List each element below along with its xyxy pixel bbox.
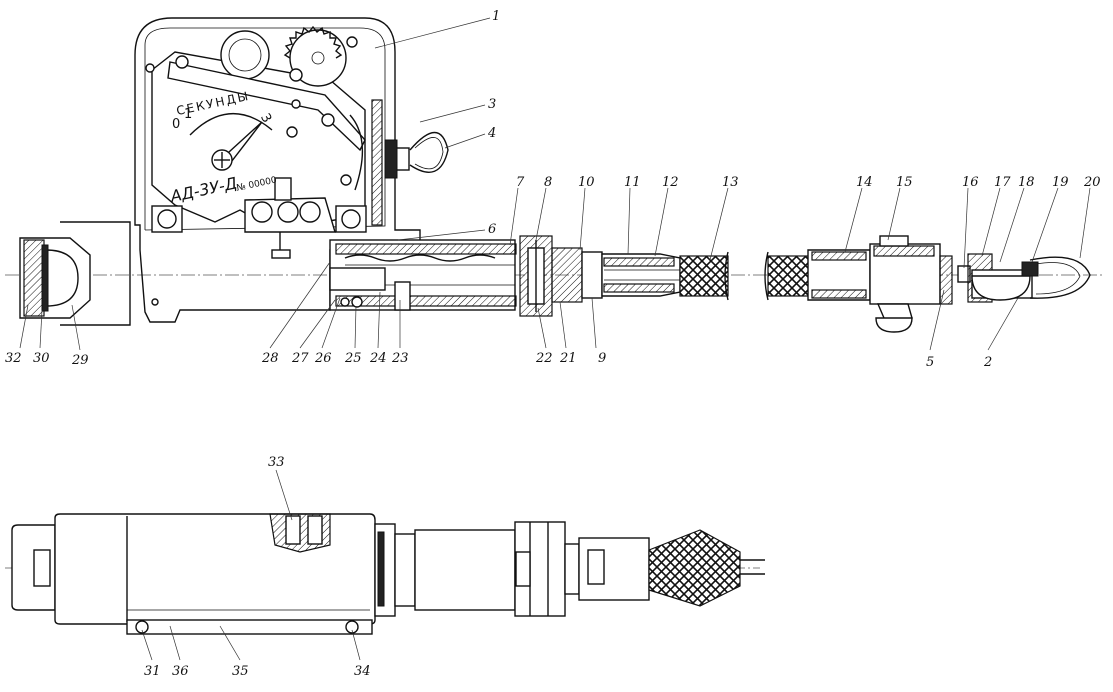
- coupling-nut: [519, 235, 603, 317]
- lower-braided-cable: [648, 529, 741, 607]
- callout-28: 28: [261, 351, 279, 366]
- plate-screws: [145, 36, 358, 306]
- callout-25: 25: [344, 351, 362, 366]
- callout-30: 30: [33, 351, 50, 366]
- callout-14: 14: [856, 175, 873, 190]
- callout-11: 11: [624, 175, 641, 190]
- callout-32: 32: [5, 351, 22, 366]
- callout-1: 1: [492, 9, 500, 24]
- spring-drum: [220, 30, 270, 80]
- main-tube: [329, 239, 517, 311]
- callout-15: 15: [896, 175, 913, 190]
- upper-view-section: СЕКУНДЫ 0 1 3 АД-3У-Д № 00000: [5, 17, 1105, 333]
- gear: [283, 25, 347, 87]
- callout-5: 5: [926, 355, 934, 370]
- callout-20: 20: [1083, 175, 1101, 190]
- cable-connector-right: [807, 235, 953, 333]
- callout-16: 16: [962, 175, 979, 190]
- callout-2: 2: [983, 355, 992, 370]
- end-cap: [957, 253, 1091, 303]
- lower-view-exterior: [5, 513, 765, 635]
- callout-31: 31: [144, 664, 161, 679]
- callout-4: 4: [487, 126, 496, 141]
- callout-18: 18: [1018, 175, 1035, 190]
- callout-21: 21: [559, 351, 577, 366]
- dial-arc: [189, 112, 273, 136]
- housing-wall: [371, 99, 383, 226]
- callout-26: 26: [314, 351, 332, 366]
- callout-labels: 1 2 3 4 5 6 7 8 9 10 11 12 13 14 15 16 1…: [5, 9, 1101, 679]
- braided-cable-segment-1: [679, 255, 729, 297]
- callout-17: 17: [994, 175, 1011, 190]
- lower-base-strip: [126, 619, 373, 635]
- housing-body: [134, 17, 421, 323]
- callout-19: 19: [1052, 175, 1069, 190]
- callout-13: 13: [722, 175, 739, 190]
- dial-tick-1: 1: [184, 107, 192, 122]
- callout-34: 34: [354, 664, 371, 679]
- callout-24: 24: [369, 351, 387, 366]
- callout-6: 6: [488, 222, 496, 237]
- callout-36: 36: [172, 664, 189, 679]
- callout-3: 3: [488, 97, 496, 112]
- callout-7: 7: [516, 175, 525, 190]
- callout-33: 33: [268, 455, 285, 470]
- dial-tick-0: 0: [172, 117, 180, 132]
- callout-12: 12: [662, 175, 679, 190]
- contact-spring: [274, 177, 292, 201]
- callout-23: 23: [391, 351, 409, 366]
- callout-9: 9: [598, 351, 606, 366]
- callout-35: 35: [232, 664, 249, 679]
- callout-29: 29: [71, 353, 89, 368]
- lever-arm: [167, 61, 366, 152]
- braided-cable-segment-2: [767, 255, 811, 297]
- leader-lines: [19, 17, 1091, 661]
- callout-27: 27: [291, 351, 309, 366]
- lower-tube: [414, 529, 516, 611]
- callout-8: 8: [544, 175, 552, 190]
- cable-sleeve: [601, 253, 681, 297]
- callout-22: 22: [535, 351, 553, 366]
- cable-gland-upper: [384, 132, 449, 179]
- left-plug: [19, 221, 131, 326]
- callout-10: 10: [578, 175, 595, 190]
